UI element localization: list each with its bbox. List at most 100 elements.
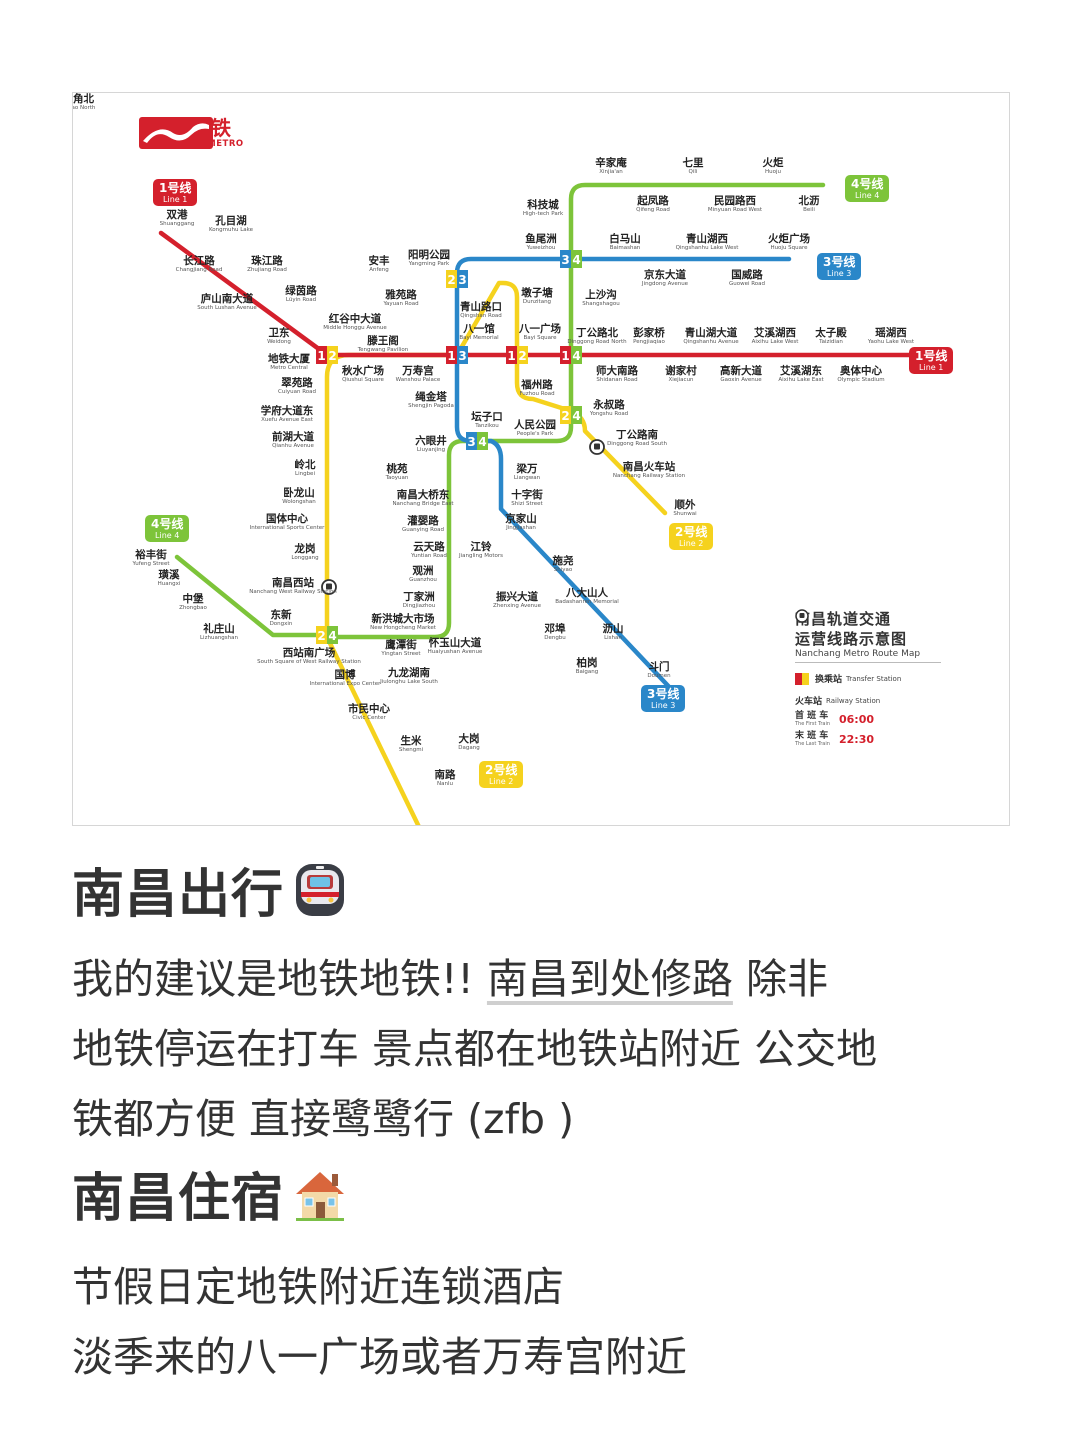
station-name-cn: 岭北 [294, 459, 316, 471]
svg-text:2: 2 [561, 409, 569, 423]
station-name-en: Changjiang Road [175, 267, 223, 273]
station-name-cn: 国体中心 [266, 513, 308, 525]
station-name-cn: 南昌大桥东 [396, 489, 450, 501]
station-name-en: Zhujiang Road [247, 267, 287, 273]
station-name-cn: 珠江路 [251, 255, 283, 267]
station-name-en: Weidong [267, 339, 291, 345]
station-name-cn: 新洪城大市场 [371, 613, 435, 625]
transfer-station-icon [795, 672, 809, 685]
svg-text:1: 1 [561, 349, 569, 363]
station-name-en: International Sports Center [249, 525, 325, 531]
station-name-cn: 丁家洲 [403, 591, 435, 603]
station-name-cn: 九龙湖南 [388, 667, 430, 679]
station-name-en: Minyuan Road West [707, 207, 763, 213]
station-name-cn: 生米 [400, 735, 422, 747]
station-name-cn: 高新大道 [720, 365, 762, 377]
station-name-cn: 裕丰街 [135, 549, 167, 561]
station-name-en: Yuntian Road [411, 553, 447, 559]
station-name-en: Wanshou Palace [395, 377, 441, 383]
station-name-cn: 八大山人 [565, 587, 608, 599]
station-name-cn: 东新 [270, 609, 292, 621]
station-name-en: Guowei Road [728, 281, 766, 287]
station-name-en: Gaoxin Avenue [720, 377, 762, 383]
legend-title-1: 南昌轨道交通 [795, 610, 892, 628]
station-name-cn: 白马山 [609, 233, 641, 245]
station-name-en: Qili [688, 169, 698, 175]
station-name-en: Nanlu [437, 781, 453, 787]
station-name-cn: 辛家庵 [595, 157, 627, 169]
station-name-cn: 阳明公园 [408, 249, 450, 261]
station-name-en: Qingshanhu Avenue [683, 339, 739, 345]
station-name-en: Bayi Memorial [459, 335, 499, 341]
station-name-en: Xiejiacun [668, 377, 694, 383]
railway-station-icon [589, 439, 605, 455]
station-name-cn: 国博 [334, 669, 356, 681]
station-name-en: Baigang [575, 669, 599, 675]
station-name-en: Liuyanjing [416, 447, 446, 453]
station-name-cn: 太子殿 [815, 327, 847, 339]
station-name-en: Pengjiaqiao [633, 339, 665, 345]
station-name-cn: 丁公路南 [615, 429, 658, 441]
station-name-cn: 永叔路 [593, 399, 625, 411]
station-name-cn: 长江路 [183, 255, 215, 267]
svg-text:3: 3 [467, 435, 475, 449]
metro-train-icon [296, 863, 345, 916]
station-name-en: Wolongshan [282, 499, 316, 505]
station-name-en: Huoju Square [770, 245, 808, 251]
station-name-cn: 火炬广场 [768, 233, 810, 245]
station-name-cn: 安丰 [368, 255, 390, 267]
station-name-cn: 璜溪 [158, 569, 180, 581]
station-name-cn: 谢家村 [665, 365, 697, 377]
station-name-en: Shizi Street [511, 501, 543, 507]
house-icon [296, 1171, 345, 1221]
station-name-cn: 观洲 [412, 565, 434, 577]
map-legend: 南昌轨道交通 运营线路示意图 Nanchang Metro Route Map … [795, 609, 995, 747]
station-name-en: Yangming Park [408, 261, 450, 267]
legend-title-2: 运营线路示意图 [795, 630, 908, 648]
station-name-cn: 邓埠 [544, 623, 566, 635]
svg-text:1: 1 [317, 349, 325, 363]
station-name-cn: 万寿宫 [402, 365, 434, 377]
station-name-cn: 双港 [166, 209, 188, 221]
station-name-cn: 艾溪湖西 [754, 327, 796, 339]
station-name-en: Dongxin [269, 621, 293, 627]
station-name-cn: 南路 [434, 769, 456, 781]
station-name-cn: 国威路 [731, 269, 763, 281]
